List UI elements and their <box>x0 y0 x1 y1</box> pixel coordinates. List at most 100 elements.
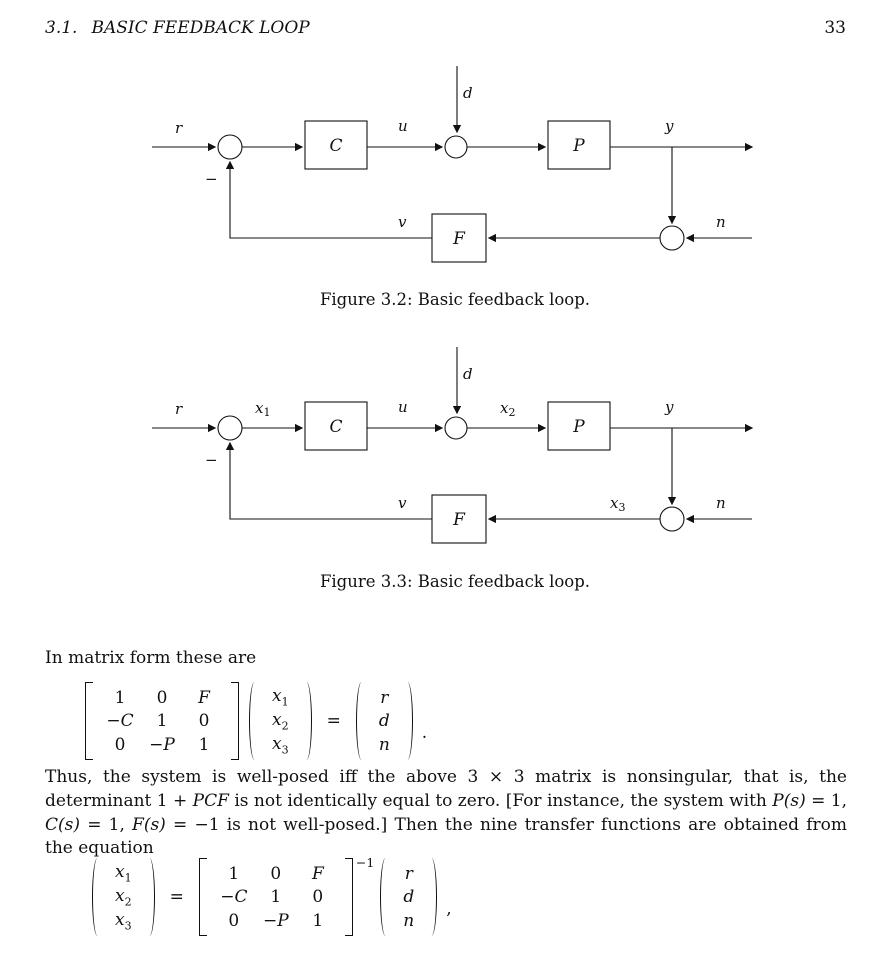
fig33-label-x2: x2 <box>500 399 515 419</box>
vector-cell: d <box>403 887 415 907</box>
right-paren <box>301 682 312 760</box>
fig33-block-P <box>547 401 611 451</box>
left-square-bracket <box>85 682 93 760</box>
matrix-cell: 0 <box>156 687 168 708</box>
matrix-cell: 1 <box>228 863 240 884</box>
vector-cell: r <box>380 687 389 708</box>
right-square-bracket <box>344 858 353 936</box>
fig33-block-C <box>304 401 368 451</box>
fig32-label-v: v <box>398 213 407 231</box>
matrix-cell: 1 <box>270 887 282 907</box>
vector-cell: x3 <box>115 909 132 933</box>
right-paren <box>426 858 438 936</box>
fig33-label-d: d <box>463 365 473 383</box>
text-segment: = 1, <box>805 790 847 811</box>
fig32-minus-sign: − <box>205 170 218 188</box>
figure-3-3-diagram: r d x1 u x2 y n v x3 − C P F <box>152 347 754 544</box>
fig32-label-d: d <box>463 84 473 102</box>
fig32-sum-junction-2 <box>444 135 468 159</box>
vector-cells: x1 x2 x3 <box>260 682 301 760</box>
vector-cell: x2 <box>115 885 132 909</box>
fig33-label-x3: x3 <box>610 494 625 514</box>
vector-cells: r d n <box>391 858 426 936</box>
inverse-coefficient-matrix: 1 0 F −C 1 0 0 −P 1 <box>198 858 353 936</box>
right-paren <box>402 682 413 760</box>
vector-cell: x2 <box>272 709 289 733</box>
fig33-block-C-label: C <box>329 417 342 437</box>
left-paren <box>380 858 391 936</box>
right-paren <box>144 858 155 936</box>
section-header: 3.1. BASIC FEEDBACK LOOP <box>45 18 310 38</box>
matrix-cell: 1 <box>156 711 168 731</box>
left-square-bracket <box>198 858 207 936</box>
text-segment: = 1, <box>80 814 133 835</box>
fig32-block-P-label: P <box>572 136 585 156</box>
right-square-bracket <box>231 682 239 760</box>
matrix-cell: −P <box>149 734 175 755</box>
rhs-vector: r d n <box>355 682 413 760</box>
matrix-cell: F <box>198 687 210 708</box>
page-number: 33 <box>824 18 846 38</box>
fig32-sum-junction-3 <box>659 225 685 251</box>
fig32-label-y: y <box>664 117 674 135</box>
vector-cells: r d n <box>367 682 402 760</box>
fig33-block-F <box>431 494 487 544</box>
equals-sign: = <box>326 711 341 731</box>
fig33-block-P-label: P <box>572 417 585 437</box>
matrix-cells: 1 0 F −C 1 0 0 −P 1 <box>93 682 231 760</box>
fig33-minus-sign: − <box>205 451 218 469</box>
matrix-equation-1: 1 0 F −C 1 0 0 −P 1 x1 x2 x3 = <box>85 682 427 760</box>
fig32-block-C-label: C <box>329 136 342 156</box>
state-vector: x1 x2 x3 <box>249 682 312 760</box>
fig32-label-n: n <box>716 213 726 231</box>
fig33-label-n: n <box>716 494 726 512</box>
fig33-block-F-label: F <box>452 510 466 530</box>
vector-cell: r <box>404 863 413 884</box>
figure-3-3-caption: Figure 3.3: Basic feedback loop. <box>319 572 591 591</box>
body-paragraph: Thus, the system is well-posed iff the a… <box>45 766 847 861</box>
vector-cell: x3 <box>272 733 289 757</box>
inverse-exponent: −1 <box>355 855 375 870</box>
figure-3-2-diagram: r d u y n v − C P F <box>152 66 754 263</box>
fig32-block-F-label: F <box>452 229 466 249</box>
matrix-cell: −C <box>106 711 134 731</box>
section-title: BASIC FEEDBACK LOOP <box>91 18 310 38</box>
intro-text: In matrix form these are <box>45 648 257 668</box>
section-number: 3.1. <box>45 18 78 38</box>
math-segment: PCF <box>192 790 229 811</box>
fig33-feedback-line <box>225 441 432 520</box>
fig33-label-x1: x1 <box>255 399 270 419</box>
equation-terminator: . <box>421 723 428 743</box>
fig32-block-F <box>431 213 487 263</box>
fig33-label-y: y <box>664 398 674 416</box>
left-paren <box>92 858 103 936</box>
text-segment: = −1 is not well-posed.] Then the nine t… <box>45 814 847 859</box>
left-paren <box>355 682 367 760</box>
math-segment: P(s) <box>772 790 806 811</box>
vector-cells: x1 x2 x3 <box>103 858 144 936</box>
math-segment: F(s) <box>132 814 166 835</box>
matrix-cell: 1 <box>312 910 324 931</box>
equation-terminator: , <box>446 899 452 919</box>
matrix-cell: −C <box>220 887 248 907</box>
text-segment: Thus, the system is well-posed iff the a… <box>45 767 847 811</box>
matrix-cell: 1 <box>114 687 126 708</box>
matrix-cell: 0 <box>270 863 282 884</box>
matrix-cell: 0 <box>228 910 240 931</box>
matrix-cell: F <box>311 863 324 884</box>
vector-cell: d <box>378 711 390 731</box>
fig32-sum-junction-1 <box>217 134 243 160</box>
fig33-label-r: r <box>175 400 183 418</box>
matrix-cell: 0 <box>114 734 126 755</box>
rhs-vector: r d n <box>380 858 438 936</box>
matrix-cell: −P <box>263 910 289 931</box>
matrix-cell: 0 <box>198 711 210 731</box>
equals-sign: = <box>169 887 184 907</box>
fig33-sum-junction-3 <box>659 506 685 532</box>
figure-3-2-caption: Figure 3.2: Basic feedback loop. <box>319 290 591 309</box>
fig32-label-r: r <box>175 119 183 137</box>
left-paren <box>249 682 260 760</box>
vector-cell: x1 <box>272 685 289 709</box>
fig33-label-v: v <box>398 494 407 512</box>
